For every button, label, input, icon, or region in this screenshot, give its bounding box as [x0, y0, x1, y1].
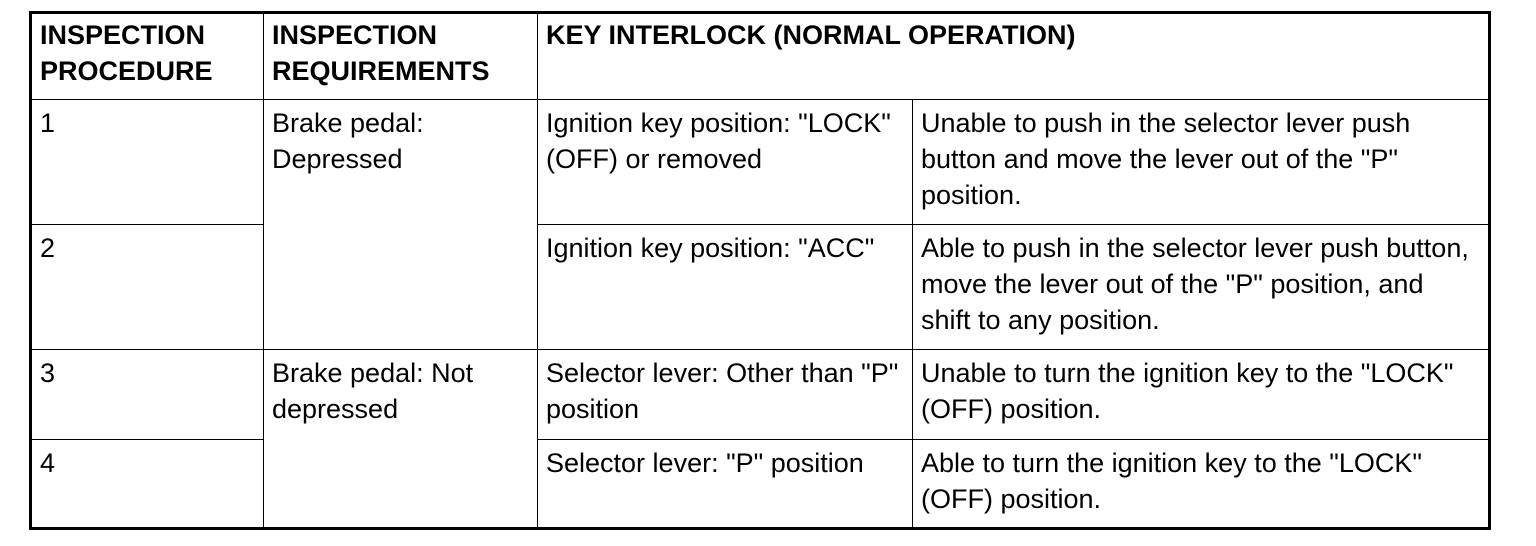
- result-cell: Able to turn the ignition key to the "LO…: [911, 439, 1491, 529]
- result-cell: Able to push in the selector lever push …: [911, 224, 1491, 350]
- requirement-cell: Brake pedal: Not depressed: [263, 349, 538, 529]
- procedure-cell: 4: [30, 439, 264, 529]
- requirement-cell: Brake pedal: Depressed: [263, 99, 538, 350]
- table-row: 1 Brake pedal: Depressed Ignition key po…: [30, 99, 1491, 350]
- result-cell: Unable to push in the selector lever pus…: [911, 99, 1491, 225]
- table-row: 2 Ignition key position: "ACC" Able to p…: [30, 224, 1491, 350]
- condition-cell: Selector lever: Other than "P" position: [537, 349, 913, 440]
- result-cell: Unable to turn the ignition key to the "…: [911, 349, 1491, 440]
- condition-cell: Ignition key position: "ACC": [537, 224, 913, 350]
- condition-cell: Selector lever: "P" position: [537, 439, 913, 529]
- header-inspection-procedure: INSPECTION PROCEDURE: [30, 12, 264, 100]
- procedure-cell: 3: [30, 349, 264, 440]
- procedure-cell: 1: [30, 99, 264, 225]
- condition-cell: Ignition key position: "LOCK" (OFF) or r…: [537, 99, 913, 225]
- table-row: 3 Brake pedal: Not depressed Selector le…: [30, 349, 1491, 529]
- procedure-cell: 2: [30, 224, 264, 350]
- key-interlock-inspection-table: INSPECTION PROCEDURE INSPECTION REQUIREM…: [29, 11, 1492, 530]
- table-row: 4 Selector lever: "P" position Able to t…: [30, 439, 1491, 529]
- table-header-row: INSPECTION PROCEDURE INSPECTION REQUIREM…: [30, 12, 1491, 100]
- header-key-interlock: KEY INTERLOCK (NORMAL OPERATION): [536, 12, 1491, 100]
- header-inspection-requirements: INSPECTION REQUIREMENTS: [263, 12, 538, 100]
